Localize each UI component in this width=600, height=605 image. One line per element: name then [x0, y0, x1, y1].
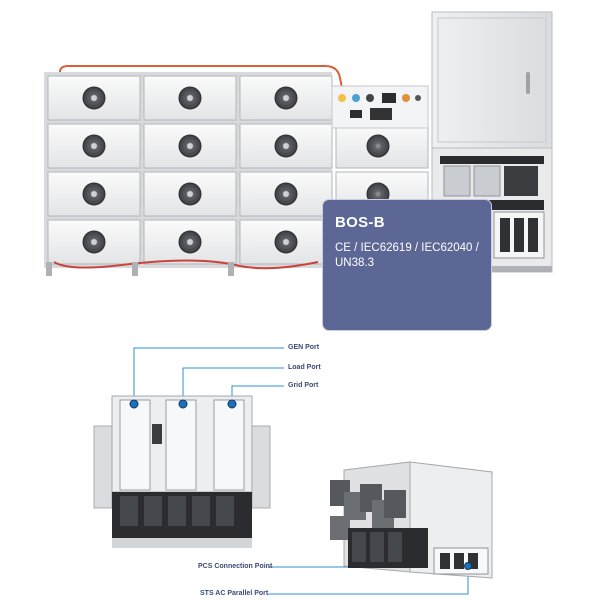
fan-icon — [366, 134, 390, 158]
fan-hub — [91, 239, 97, 245]
fan-hub — [91, 191, 97, 197]
ess-cabinet — [431, 11, 553, 273]
fan-hub — [91, 143, 97, 149]
callout-certifications: CE / IEC62619 / IEC62040 / UN38.3 — [335, 242, 479, 269]
certification-callout: BOS-B CE / IEC62619 / IEC62040 / UN38.3 — [322, 199, 492, 331]
load-port-label: Load Port — [288, 364, 321, 371]
switch-module-side — [330, 461, 493, 579]
load-port-leader — [182, 367, 284, 401]
grid-port-label: Grid Port — [288, 382, 319, 389]
fan-hub — [187, 143, 193, 149]
fan-hub — [91, 95, 97, 101]
fan-hub — [283, 239, 289, 245]
battery-module — [47, 219, 141, 265]
fan-hub — [283, 143, 289, 149]
fan-hub — [283, 95, 289, 101]
fan-hub — [187, 191, 193, 197]
pcs-connection-point-label: PCS Connection Point — [198, 563, 273, 570]
gen-port-leader — [133, 347, 284, 401]
fan-hub — [187, 239, 193, 245]
battery-module — [143, 171, 237, 217]
sts-ac-parallel-port-label: STS AC Parallel Port — [200, 590, 269, 597]
switch-module-front — [93, 395, 271, 548]
gen-port-label: GEN Port — [288, 344, 320, 351]
fan-hub — [187, 95, 193, 101]
fan-hub — [283, 191, 289, 197]
control-box — [331, 85, 429, 129]
callout-title: BOS-B — [335, 214, 385, 231]
